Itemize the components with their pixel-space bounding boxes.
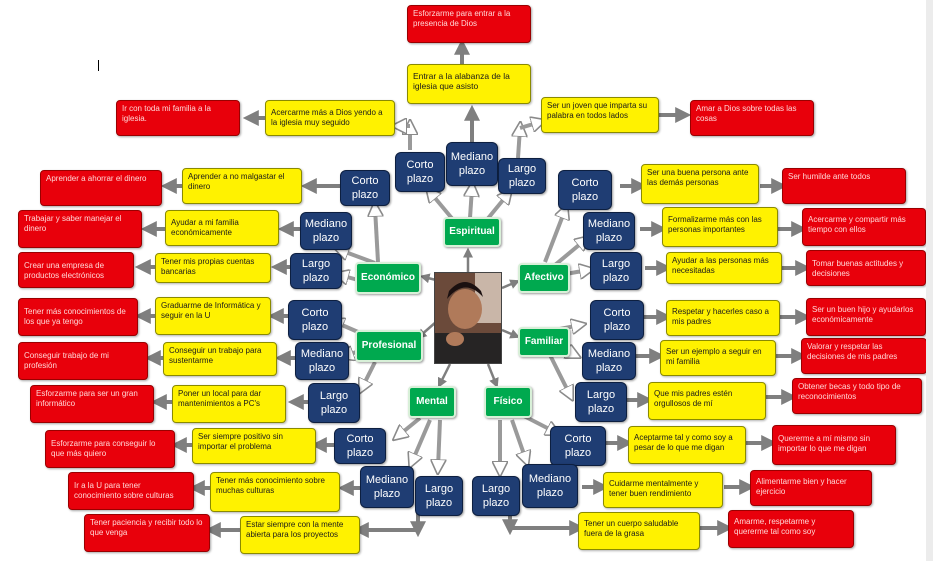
- afectivo-largo-goal: Ayudar a las personas más necesitadas: [666, 252, 782, 284]
- espiritual-mediano-goal: Entrar a la alabanza de la iglesia que a…: [407, 64, 531, 104]
- category-espiritual[interactable]: Espiritual: [443, 217, 501, 247]
- afectivo-corto-goal: Ser una buena persona ante las demás per…: [641, 164, 759, 204]
- espiritual-largo-goal: Ser un joven que imparta su palabra en t…: [541, 97, 659, 133]
- category-profesional[interactable]: Profesional: [355, 330, 423, 362]
- fisico-largo-plazo[interactable]: Largo plazo: [472, 476, 520, 516]
- profesional-corto-goal-2: Tener más conocimientos de los que ya te…: [18, 298, 138, 336]
- familiar-largo-goal-2: Obtener becas y todo tipo de reconocimie…: [792, 378, 922, 414]
- person-photo: [434, 272, 502, 364]
- profesional-corto-plazo[interactable]: Corto plazo: [288, 300, 342, 340]
- mental-largo-goal-2: Tener paciencia y recibir todo lo que ve…: [84, 514, 210, 552]
- fisico-corto-goal: Aceptarme tal y como soy a pesar de lo q…: [628, 426, 746, 464]
- mental-mediano-goal: Tener más conocimiento sobre muchas cult…: [210, 472, 340, 512]
- familiar-largo-goal: Que mis padres estén orgullosos de mí: [648, 382, 766, 420]
- economico-corto-goal: Aprender a no malgastar el dinero: [182, 168, 302, 204]
- mental-corto-goal-2: Esforzarme para conseguir lo que más qui…: [45, 430, 175, 468]
- espiritual-corto-plazo[interactable]: Corto plazo: [395, 152, 445, 192]
- economico-largo-goal-2: Crear una empresa de productos electróni…: [18, 252, 134, 288]
- mental-corto-goal: Ser siempre positivo sin importar el pro…: [192, 428, 316, 464]
- economico-corto-goal-2: Aprender a ahorrar el dinero: [40, 170, 162, 206]
- goal-arrows: [134, 38, 812, 538]
- profesional-mediano-goal: Conseguir un trabajo para sustentarme: [163, 342, 277, 376]
- text-cursor: [98, 60, 99, 71]
- espiritual-largo-plazo[interactable]: Largo plazo: [498, 158, 546, 194]
- economico-largo-plazo[interactable]: Largo plazo: [290, 253, 342, 289]
- economico-corto-plazo[interactable]: Corto plazo: [340, 170, 390, 206]
- espiritual-mediano-plazo[interactable]: Mediano plazo: [446, 142, 498, 186]
- person-photo-icon: [435, 273, 501, 363]
- economico-mediano-goal: Ayudar a mi familia económicamente: [165, 210, 279, 246]
- espiritual-corto-goal: Acercarme más a Dios yendo a la iglesia …: [265, 100, 395, 136]
- category-familiar[interactable]: Familiar: [518, 327, 570, 357]
- page-edge: [926, 0, 933, 561]
- mental-largo-plazo[interactable]: Largo plazo: [415, 476, 463, 516]
- profesional-largo-goal-2: Esforzarme para ser un gran informático: [30, 385, 154, 423]
- afectivo-largo-goal-2: Tomar buenas actitudes y decisiones: [806, 250, 926, 286]
- fisico-corto-plazo[interactable]: Corto plazo: [550, 426, 606, 466]
- familiar-corto-goal: Respetar y hacerles caso a mis padres: [666, 300, 780, 336]
- espiritual-corto-goal-2: Ir con toda mi familia a la iglesia.: [116, 100, 240, 136]
- fisico-mediano-goal-2: Alimentarme bien y hacer ejercicio: [750, 470, 872, 506]
- mental-mediano-goal-2: Ir a la U para tener conocimiento sobre …: [68, 472, 194, 510]
- economico-largo-goal: Tener mis propias cuentas bancarias: [155, 253, 271, 283]
- category-mental[interactable]: Mental: [408, 386, 456, 418]
- profesional-mediano-goal-2: Conseguir trabajo de mi profesión: [18, 342, 148, 380]
- afectivo-corto-plazo[interactable]: Corto plazo: [558, 170, 612, 210]
- familiar-corto-goal-2: Ser un buen hijo y ayudarlos económicame…: [806, 298, 926, 336]
- espiritual-largo-goal-2: Amar a Dios sobre todas las cosas: [690, 100, 814, 136]
- familiar-largo-plazo[interactable]: Largo plazo: [575, 382, 627, 422]
- mental-corto-plazo[interactable]: Corto plazo: [334, 428, 386, 464]
- mental-largo-goal: Estar siempre con la mente abierta para …: [240, 516, 360, 554]
- afectivo-mediano-plazo[interactable]: Mediano plazo: [583, 212, 635, 250]
- fisico-largo-goal: Tener un cuerpo saludable fuera de la gr…: [578, 512, 700, 550]
- familiar-corto-plazo[interactable]: Corto plazo: [590, 300, 644, 340]
- profesional-mediano-plazo[interactable]: Mediano plazo: [295, 342, 349, 380]
- familiar-mediano-goal: Ser un ejemplo a seguir en mi familia: [660, 340, 776, 376]
- afectivo-mediano-goal-2: Acercarme y compartir más tiempo con ell…: [802, 208, 926, 246]
- category-economico[interactable]: Económico: [355, 262, 421, 294]
- mental-mediano-plazo[interactable]: Mediano plazo: [360, 466, 414, 508]
- profesional-corto-goal: Graduarme de Informática y seguir en la …: [155, 297, 271, 335]
- afectivo-largo-plazo[interactable]: Largo plazo: [590, 252, 642, 290]
- category-afectivo[interactable]: Afectivo: [518, 263, 570, 293]
- familiar-mediano-goal-2: Valorar y respetar las decisiones de mis…: [801, 338, 927, 374]
- espiritual-mediano-goal-2: Esforzarme para entrar a la presencia de…: [407, 5, 531, 43]
- fisico-mediano-goal: Cuidarme mentalmente y tener buen rendim…: [603, 472, 723, 508]
- profesional-largo-plazo[interactable]: Largo plazo: [308, 383, 360, 423]
- fisico-mediano-plazo[interactable]: Mediano plazo: [522, 464, 578, 508]
- category-fisico[interactable]: Físico: [484, 386, 532, 418]
- profesional-largo-goal: Poner un local para dar mantenimientos a…: [172, 385, 286, 423]
- fisico-largo-goal-2: Amarme, respetarme y quererme tal como s…: [728, 510, 854, 548]
- afectivo-corto-goal-2: Ser humilde ante todos: [782, 168, 906, 204]
- familiar-mediano-plazo[interactable]: Mediano plazo: [582, 342, 636, 380]
- afectivo-mediano-goal: Formalizarme más con las personas import…: [662, 207, 778, 247]
- fisico-corto-goal-2: Quererme a mí mismo sin importar lo que …: [772, 425, 896, 465]
- economico-mediano-plazo[interactable]: Mediano plazo: [300, 212, 352, 250]
- economico-mediano-goal-2: Trabajar y saber manejar el dinero: [18, 210, 142, 248]
